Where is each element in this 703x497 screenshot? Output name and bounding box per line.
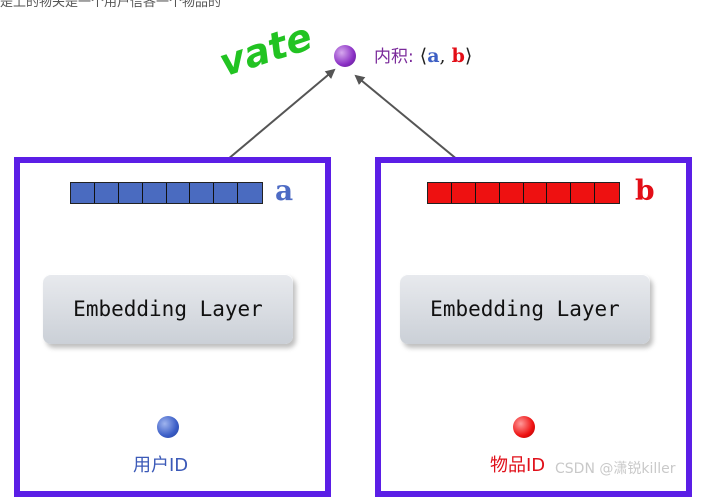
inner-product-node: [334, 45, 356, 67]
item-id-node: [513, 416, 535, 438]
user-id-node: [157, 416, 179, 438]
user-id-label: 用户ID: [133, 455, 189, 476]
csdn-watermark: CSDN @潇锐killer: [555, 461, 676, 477]
cropped-top-text: 是上的物关是一个用户信各一个物品的: [0, 0, 222, 10]
item-embedding-layer: Embedding Layer: [400, 274, 650, 344]
arrow-b-to-dot: [354, 74, 471, 171]
vector-label-b: b: [635, 174, 655, 207]
item-id-label: 物品ID: [490, 455, 546, 476]
item-embedding-vector: [427, 182, 620, 204]
user-embedding-layer: Embedding Layer: [43, 274, 293, 344]
handwritten-vate: vate: [214, 14, 317, 85]
user-embedding-vector: [70, 182, 263, 204]
inner-product-formula: 内积: ⟨a, b⟩: [374, 45, 473, 67]
vector-label-a: a: [275, 174, 294, 207]
arrow-a-to-dot: [214, 68, 336, 171]
